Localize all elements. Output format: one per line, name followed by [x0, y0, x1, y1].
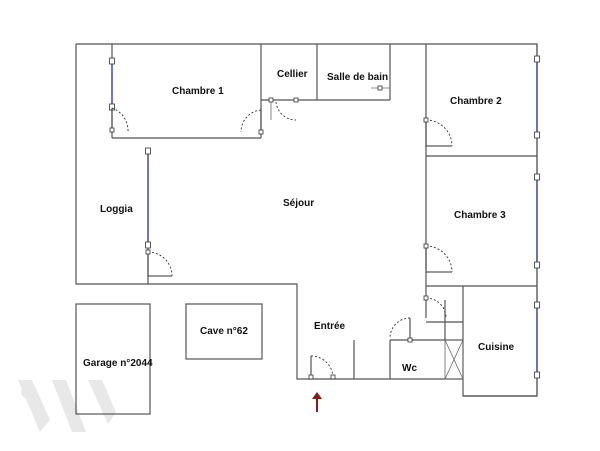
room-label-entree: Entrée [314, 321, 346, 332]
room-label-chambre1: Chambre 1 [172, 86, 224, 97]
room-label-cave: Cave n°62 [200, 326, 248, 337]
windows [109, 55, 540, 379]
doors [109, 85, 453, 380]
room-label-loggia: Loggia [100, 204, 133, 215]
arrow-up-icon [312, 392, 322, 412]
room-label-chambre3: Chambre 3 [454, 210, 506, 221]
room-label-salle-de-bain: Salle de bain [327, 72, 388, 83]
room-label-cuisine: Cuisine [478, 342, 515, 353]
room-label-garage: Garage n°2044 [83, 358, 153, 369]
room-label-sejour: Séjour [283, 198, 314, 209]
room-label-cellier: Cellier [277, 69, 308, 80]
room-label-chambre2: Chambre 2 [450, 96, 502, 107]
cave-outline [185, 303, 263, 360]
agency-logo-icon [18, 380, 116, 432]
garage-outline [75, 303, 151, 415]
room-label-wc: Wc [402, 363, 417, 374]
